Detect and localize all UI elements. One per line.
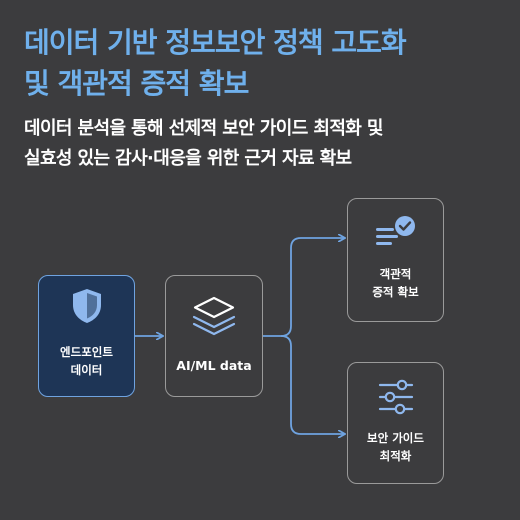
aiml-data-label: AI/ML data (176, 358, 252, 373)
arrow-aiml-to-guide (280, 335, 344, 434)
layers-icon (192, 296, 236, 336)
evidence-node: 객관적 증적 확보 (347, 198, 444, 322)
page-title: 데이터 기반 정보보안 정책 고도화 및 객관적 증적 확보 (24, 26, 407, 100)
endpoint-data-label: 엔드포인트 데이터 (60, 345, 113, 377)
endpoint-data-node: 엔드포인트 데이터 (38, 275, 135, 397)
arrow-aiml-to-evidence (263, 238, 344, 337)
evidence-label: 객관적 증적 확보 (372, 267, 419, 299)
shield-icon (72, 289, 101, 323)
checklist-icon (375, 216, 415, 245)
security-guide-node: 보안 가이드 최적화 (347, 362, 444, 484)
aiml-data-node: AI/ML data (165, 275, 263, 397)
sliders-icon (378, 379, 413, 415)
page-subtitle: 데이터 분석을 통해 선제적 보안 가이드 최적화 및 실효성 있는 감사·대응… (24, 118, 383, 169)
security-guide-label: 보안 가이드 최적화 (367, 431, 424, 463)
